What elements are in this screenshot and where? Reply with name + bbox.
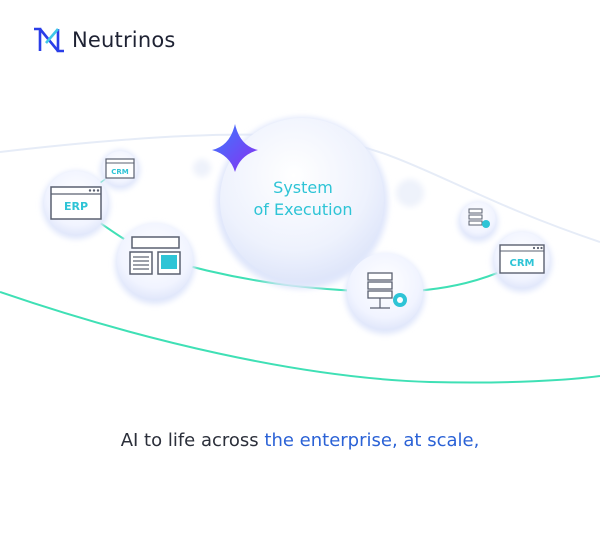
crm-window-icon <box>499 244 545 274</box>
tagline: AI to life across the enterprise, at sca… <box>0 430 600 451</box>
document-icon <box>129 236 181 275</box>
server-gear-node <box>345 253 425 334</box>
server-small-node <box>458 202 498 242</box>
brand-logo: Neutrinos <box>32 26 176 54</box>
crm-window-icon <box>105 158 135 179</box>
sparkle-star-icon <box>212 124 258 172</box>
server-gear-icon <box>367 272 407 309</box>
erp-window-icon <box>50 186 102 220</box>
center-label-line2: of Execution <box>253 200 352 219</box>
erp-node: ERP <box>42 171 110 239</box>
neutrinos-logo-icon <box>34 27 64 53</box>
document-node <box>115 223 195 304</box>
erp-label: ERP <box>64 200 88 213</box>
orbit-dot <box>396 179 424 207</box>
tagline-plain: AI to life across <box>120 430 265 451</box>
crm-right-node: CRM <box>492 232 552 292</box>
center-bubble <box>220 118 384 282</box>
crm-right-label: CRM <box>510 258 535 269</box>
orbit-dot <box>193 159 211 177</box>
brand-name: Neutrinos <box>72 28 176 52</box>
tagline-highlight: the enterprise, at scale, <box>264 430 480 451</box>
orbit-line-lower <box>0 291 600 384</box>
server-small-icon <box>468 208 490 228</box>
crm-top-label: CRM <box>111 168 129 176</box>
center-label-line1: System <box>273 178 333 197</box>
crm-top-node: CRM <box>100 150 140 190</box>
